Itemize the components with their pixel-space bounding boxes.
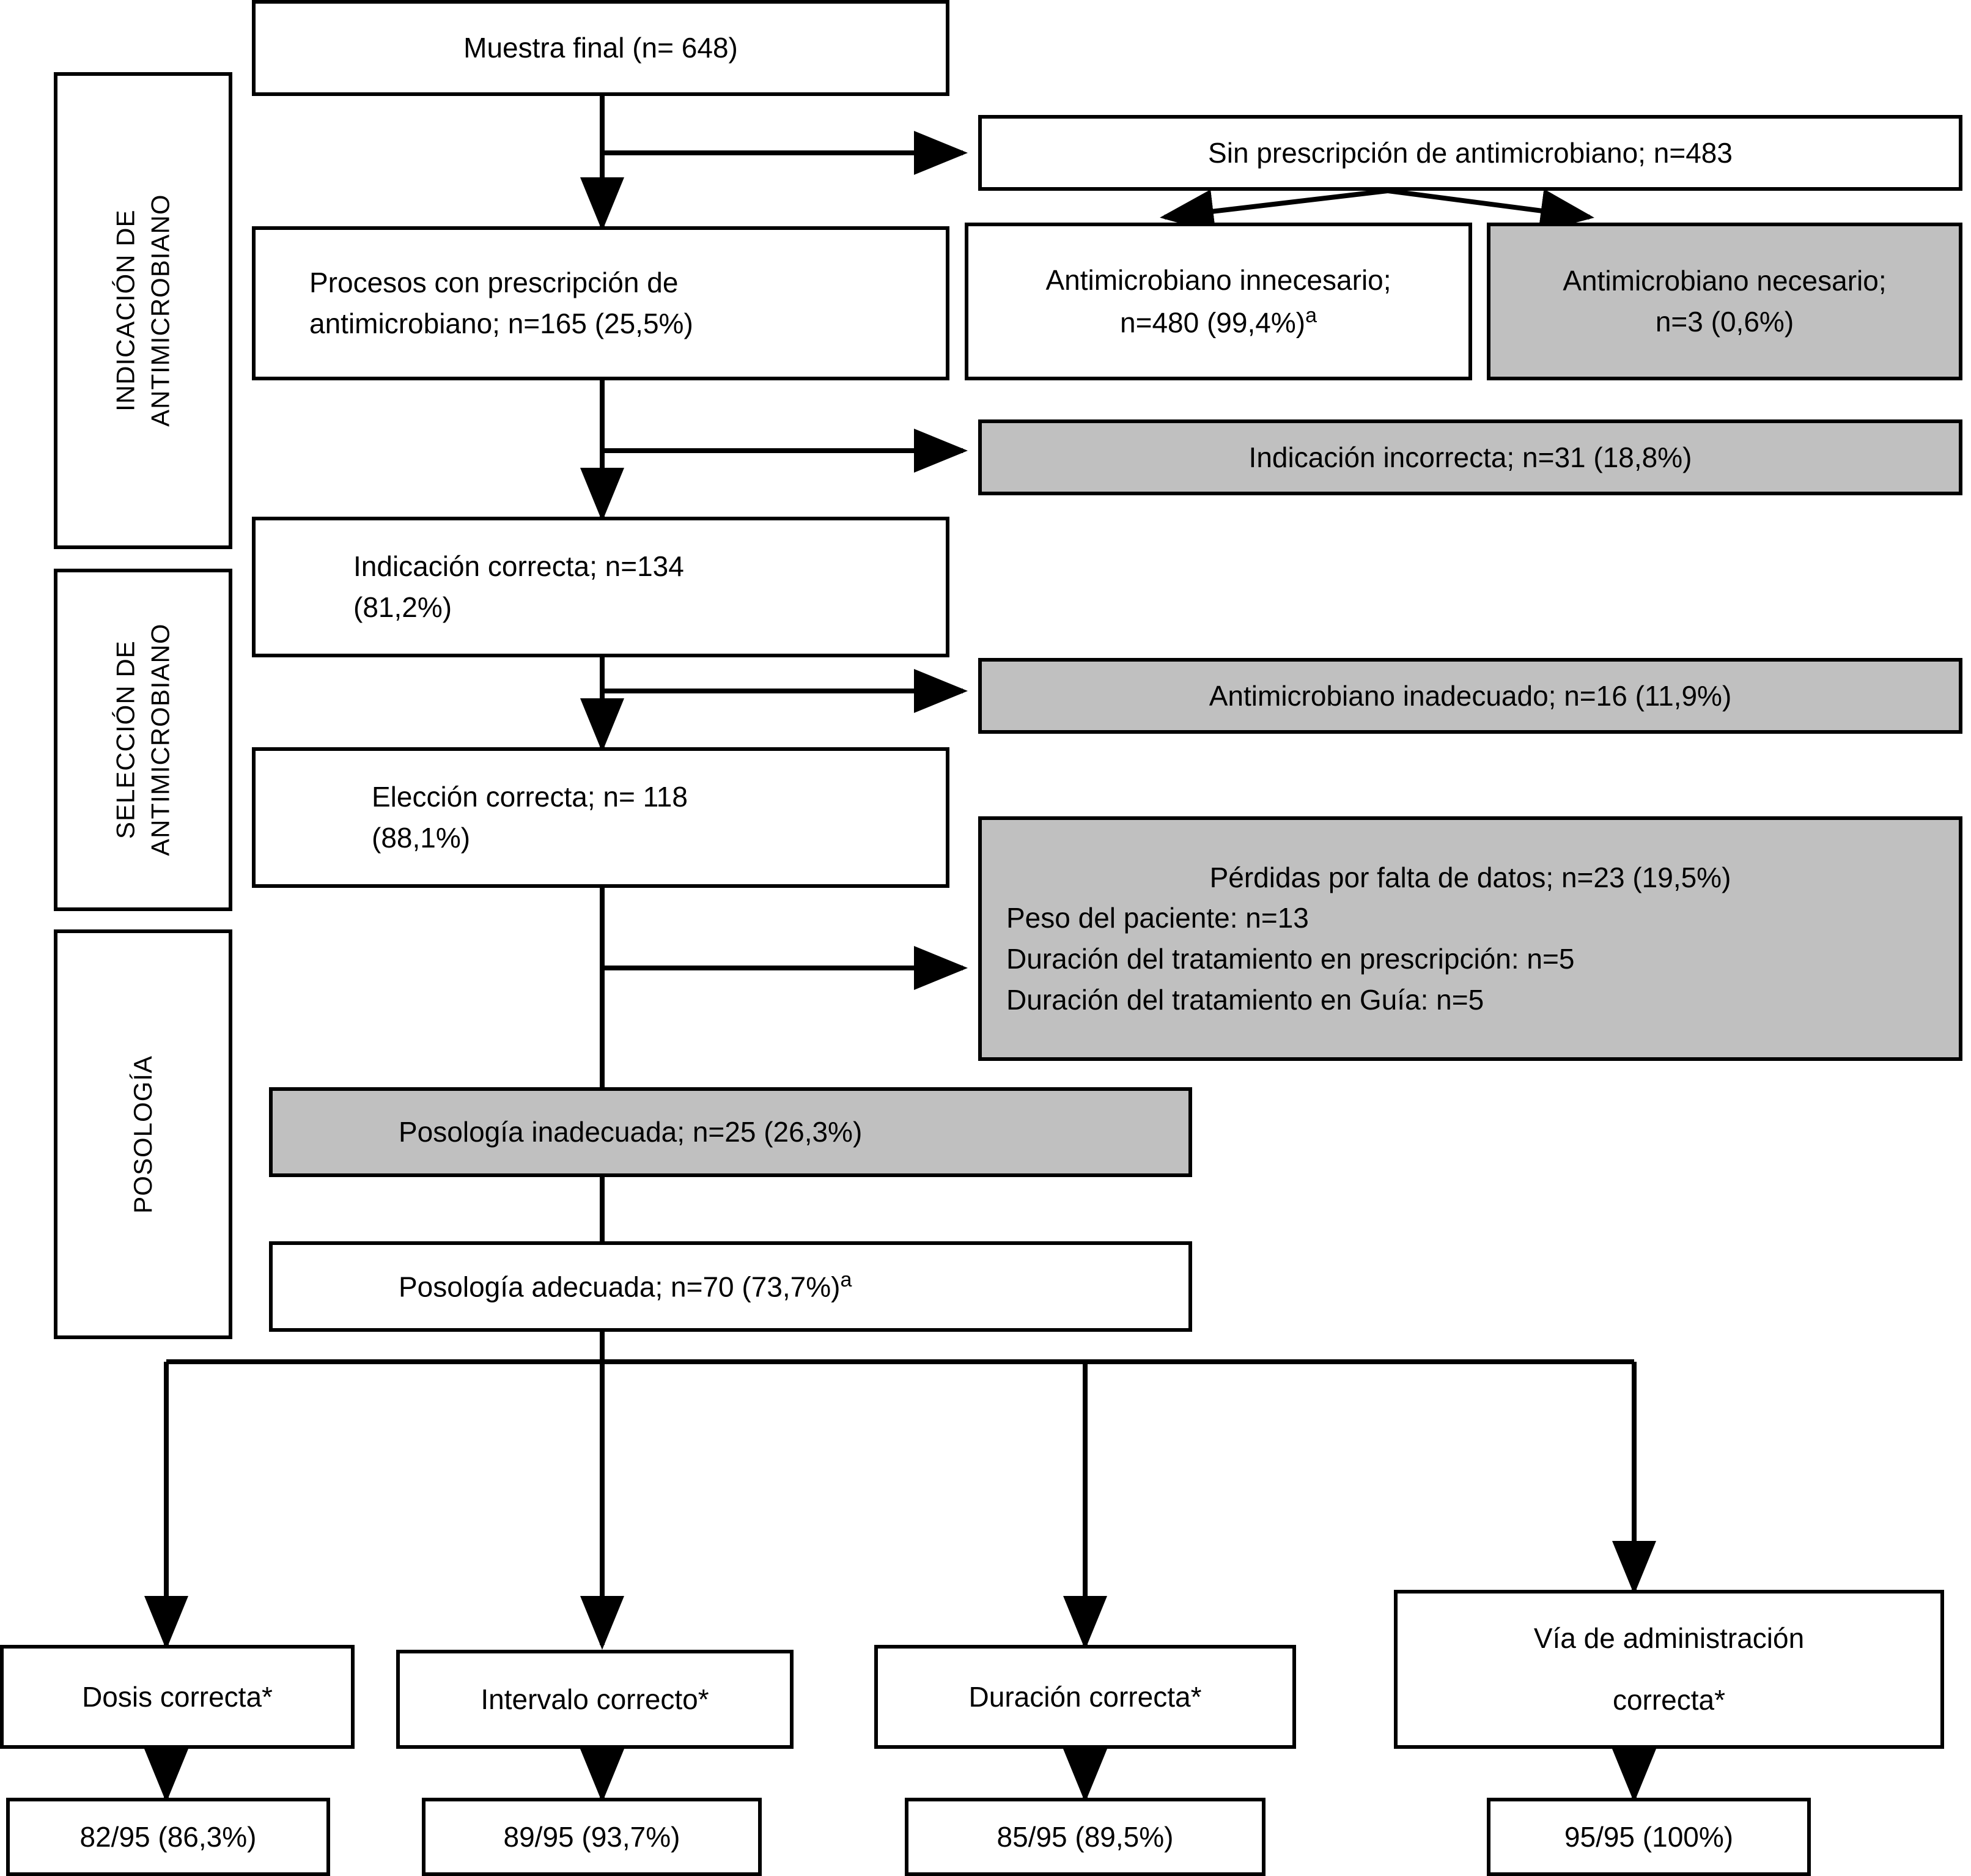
sidebar-line-2: ANTIMICROBIANO [146, 194, 175, 427]
node-duracion-valor: 85/95 (89,5%) [905, 1798, 1265, 1876]
node-duracion-correcta-text: Duración correcta* [968, 1680, 1202, 1713]
node-line-4: Duración del tratamiento en Guía: n=5 [1006, 983, 1484, 1016]
node-antimicrobiano-inadecuado: Antimicrobiano inadecuado; n=16 (11,9%) [978, 658, 1962, 734]
node-posologia-inadecuada-text: Posología inadecuada; n=25 (26,3%) [399, 1116, 863, 1148]
node-via-administracion-correcta: Vía de administración correcta* [1394, 1590, 1944, 1749]
node-line-2: (88,1%) [372, 822, 471, 854]
node-intervalo-correcto: Intervalo correcto* [396, 1650, 794, 1749]
node-text-main: Posología adecuada; n=70 (73,7%) [399, 1271, 841, 1303]
node-dosis-correcta: Dosis correcta* [0, 1645, 355, 1749]
node-sin-prescripcion-text: Sin prescripción de antimicrobiano; n=48… [1208, 136, 1733, 169]
node-perdidas-por-falta-de-datos: Pérdidas por falta de datos; n=23 (19,5%… [978, 816, 1962, 1061]
node-posologia-adecuada-text: Posología adecuada; n=70 (73,7%)a [399, 1265, 1180, 1307]
node-superscript: a [840, 1268, 852, 1292]
node-intervalo-correcto-text: Intervalo correcto* [481, 1683, 709, 1715]
node-procesos-con-prescripcion: Procesos con prescripción de antimicrobi… [252, 226, 949, 380]
sidebar-section-indicacion: INDICACIÓN DE ANTIMICROBIANO [54, 72, 232, 549]
node-posologia-inadecuada: Posología inadecuada; n=25 (26,3%) [269, 1087, 1192, 1177]
node-indicacion-incorrecta: Indicación incorrecta; n=31 (18,8%) [978, 419, 1962, 495]
sidebar-section-indicacion-label: INDICACIÓN DE ANTIMICROBIANO [108, 194, 177, 427]
node-eleccion-correcta: Elección correcta; n= 118 (88,1%) [252, 747, 949, 888]
node-line-2: correcta* [1612, 1684, 1726, 1716]
node-text-main: n=480 (99,4%) [1120, 306, 1306, 339]
node-line-2: (81,2%) [353, 591, 452, 623]
sidebar-line-2: ANTIMICROBIANO [146, 623, 175, 857]
sidebar-section-seleccion: SELECCIÓN DE ANTIMICROBIANO [54, 569, 232, 911]
node-posologia-adecuada: Posología adecuada; n=70 (73,7%)a [269, 1241, 1192, 1332]
node-line-1: Pérdidas por falta de datos; n=23 (19,5%… [1209, 861, 1731, 893]
node-line-3: Duración del tratamiento en prescripción… [1006, 943, 1575, 975]
node-duracion-valor-text: 85/95 (89,5%) [997, 1820, 1174, 1853]
node-superscript: a [1305, 303, 1317, 327]
node-antimicrobiano-necesario: Antimicrobiano necesario; n=3 (0,6%) [1487, 223, 1962, 380]
node-line-2: antimicrobiano; n=165 (25,5%) [309, 308, 693, 339]
node-line-1: Indicación correcta; n=134 [353, 550, 684, 583]
node-line-1: Vía de administración [1533, 1622, 1805, 1655]
node-muestra-final-text: Muestra final (n= 648) [463, 32, 738, 64]
sidebar-line-1: POSOLOGÍA [128, 1055, 157, 1214]
node-antimicrobiano-innecesario: Antimicrobiano innecesario; n=480 (99,4%… [965, 223, 1472, 380]
node-indicacion-incorrecta-text: Indicación incorrecta; n=31 (18,8%) [1248, 441, 1692, 473]
node-sin-prescripcion: Sin prescripción de antimicrobiano; n=48… [978, 115, 1962, 191]
node-dosis-valor-text: 82/95 (86,3%) [79, 1820, 257, 1853]
node-intervalo-valor-text: 89/95 (93,7%) [503, 1820, 680, 1853]
node-antimicrobiano-inadecuado-text: Antimicrobiano inadecuado; n=16 (11,9%) [1209, 679, 1732, 712]
sidebar-section-seleccion-label: SELECCIÓN DE ANTIMICROBIANO [108, 624, 177, 856]
node-line-1: Procesos con prescripción de [309, 267, 679, 299]
sidebar-section-posologia: POSOLOGÍA [54, 929, 232, 1339]
node-muestra-final: Muestra final (n= 648) [252, 0, 949, 96]
node-line-2: n=480 (99,4%)a [977, 301, 1460, 343]
node-line-1: Antimicrobiano necesario; [1563, 265, 1887, 297]
sidebar-line-1: INDICACIÓN DE [111, 209, 140, 412]
node-dosis-correcta-text: Dosis correcta* [82, 1680, 273, 1713]
node-dosis-valor: 82/95 (86,3%) [6, 1798, 330, 1876]
node-via-valor: 95/95 (100%) [1487, 1798, 1811, 1876]
sidebar-line-1: SELECCIÓN DE [111, 640, 140, 840]
node-line-1: Elección correcta; n= 118 [372, 781, 688, 813]
node-line-2: n=3 (0,6%) [1655, 306, 1794, 338]
node-intervalo-valor: 89/95 (93,7%) [422, 1798, 762, 1876]
node-line-1: Antimicrobiano innecesario; [1045, 264, 1391, 297]
node-via-valor-text: 95/95 (100%) [1564, 1820, 1734, 1853]
sidebar-section-posologia-label: POSOLOGÍA [126, 1055, 161, 1214]
node-duracion-correcta: Duración correcta* [874, 1645, 1296, 1749]
node-line-2: Peso del paciente: n=13 [1006, 902, 1309, 934]
node-indicacion-correcta: Indicación correcta; n=134 (81,2%) [252, 517, 949, 657]
